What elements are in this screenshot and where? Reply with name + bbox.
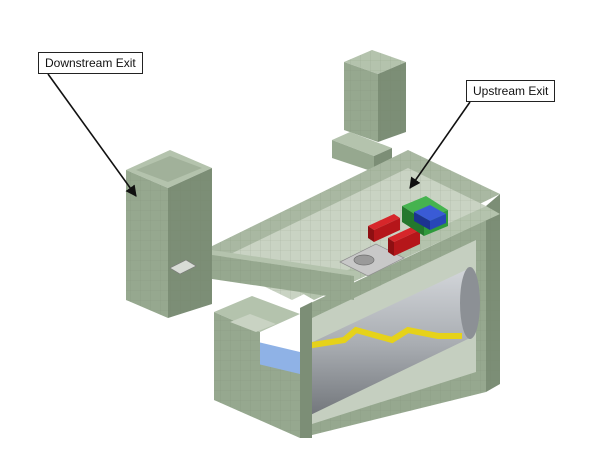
equipment	[339, 196, 448, 277]
upstream-arrow	[409, 101, 471, 189]
upstream-exit-label: Upstream Exit	[466, 80, 556, 102]
blue-block	[414, 205, 446, 230]
main-vault	[192, 150, 500, 438]
front-left-section	[214, 296, 300, 404]
downstream-exit-label: Downstream Exit	[38, 52, 143, 74]
upstream-tower	[344, 50, 406, 142]
red-block-2	[388, 226, 420, 256]
red-block-1	[368, 214, 400, 242]
downstream-arrow	[47, 73, 137, 197]
downstream-tower	[126, 150, 212, 318]
